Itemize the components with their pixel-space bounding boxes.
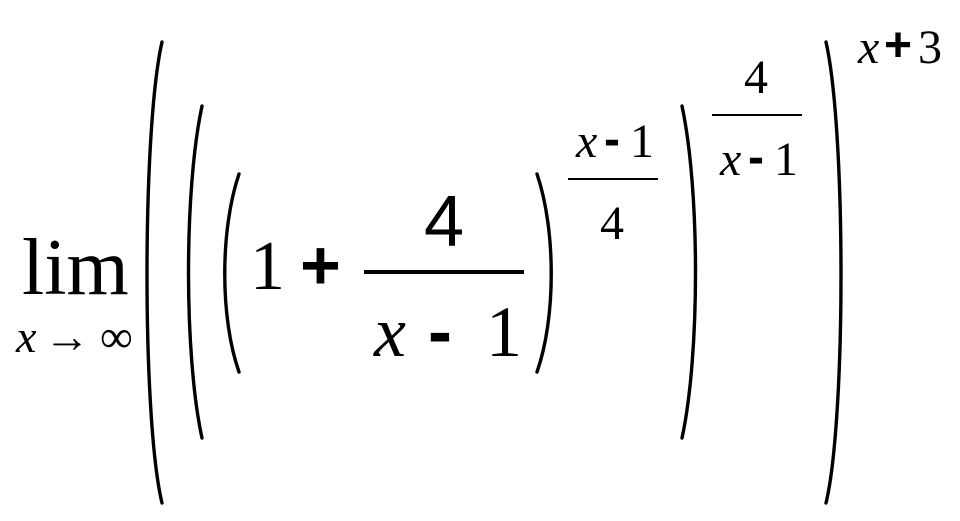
- inner-left-paren: [223, 172, 241, 374]
- exp2-denominator-minus: -: [748, 131, 764, 184]
- lim-subscript-var: x: [16, 311, 37, 362]
- exp3-num: 3: [918, 21, 942, 74]
- exp1-denominator: 4: [600, 197, 624, 250]
- exp2-denominator-num: 1: [774, 133, 798, 186]
- outer-right-paren: [824, 40, 843, 505]
- lim-label: lim: [22, 224, 129, 312]
- inner-denominator-num: 1: [486, 292, 522, 372]
- exp1-numerator-num: 1: [630, 115, 654, 168]
- inner-one: 1: [250, 228, 285, 305]
- inner-fraction-bar: [364, 270, 524, 274]
- exp3-var: x: [858, 21, 880, 74]
- exp3-plus: +: [884, 19, 913, 72]
- outer-left-paren: [145, 40, 164, 505]
- exp2-fraction-bar: [712, 114, 802, 116]
- exp1-numerator-var: x: [576, 115, 598, 168]
- lim-subscript-arrow: →: [44, 311, 90, 362]
- inner-denominator-minus: -: [428, 292, 452, 372]
- exp2-denominator-var: x: [720, 133, 742, 186]
- middle-left-paren: [186, 104, 204, 440]
- exp1-numerator-minus: -: [604, 113, 620, 166]
- inner-denominator-var: x: [374, 292, 406, 372]
- inner-right-paren: [535, 172, 553, 374]
- exp2-numerator: 4: [744, 51, 768, 104]
- inner-plus: +: [300, 226, 341, 304]
- exp1-fraction-bar: [568, 178, 658, 180]
- inner-fraction-numerator: 4: [424, 182, 465, 262]
- lim-subscript-infinity: ∞: [100, 311, 133, 362]
- middle-right-paren: [680, 104, 698, 440]
